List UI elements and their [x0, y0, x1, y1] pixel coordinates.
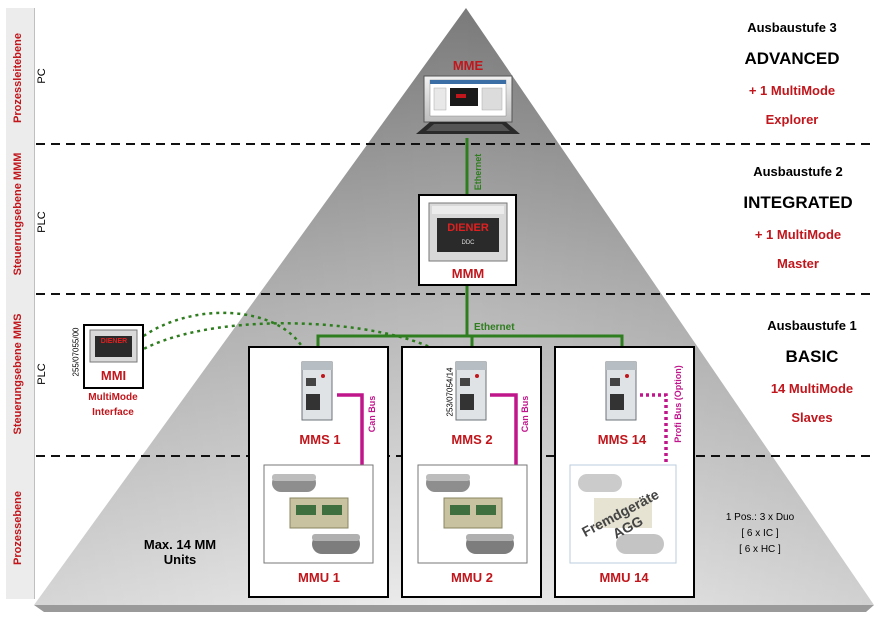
mme-label: MME	[452, 58, 484, 73]
stage-1-line2: Slaves	[791, 410, 833, 425]
stage-3-line2: Explorer	[765, 112, 819, 127]
positions-line1: 1 Pos.: 3 x Duo	[725, 512, 795, 523]
mme-computer-icon	[416, 75, 520, 134]
stage-2-line1: + 1 MultiMode	[754, 227, 842, 242]
level-label-1: Prozessleitebene	[12, 33, 24, 123]
mmm-logo: DIENER	[447, 222, 489, 234]
mmu14-label: MMU 14	[599, 570, 649, 585]
level-tag-1: PC	[36, 68, 48, 84]
level-tag-3: PLC	[36, 363, 48, 385]
stage-1-number: Ausbaustufe 1	[767, 318, 857, 333]
profi-bus-label: Profi Bus (Option)	[673, 365, 683, 443]
mmu1-label: MMU 1	[298, 570, 340, 585]
mms2-module-icon	[455, 361, 487, 421]
can-bus-2	[490, 393, 518, 465]
level-tag-2: PLC	[36, 211, 48, 233]
mmu14-hardware-icon	[569, 464, 677, 564]
mmu2-label: MMU 2	[451, 570, 493, 585]
unit-column-14	[554, 346, 695, 598]
stage-2-number: Ausbaustufe 2	[753, 164, 843, 179]
stage-3-number: Ausbaustufe 3	[747, 20, 837, 35]
mmi-desc-line1: MultiMode	[88, 392, 138, 403]
positions-line2: [ 6 x IC ]	[741, 528, 779, 539]
level-label-4: Prozessebene	[12, 491, 24, 565]
can-bus-label-2: Can Bus	[520, 395, 530, 433]
stage-2-name: INTEGRATED	[743, 193, 853, 212]
stage-3-line1: + 1 MultiMode	[748, 83, 836, 98]
stage-3-name: ADVANCED	[744, 49, 840, 68]
mmm-sub: DDC	[461, 240, 475, 246]
max-units-text: Max. 14 MM Units	[120, 537, 240, 567]
mms1-label: MMS 1	[299, 432, 341, 447]
mms14-module-icon	[605, 361, 637, 421]
mmi-desc-line2: Interface	[92, 407, 134, 418]
mms2-part-code: 253/07054/14	[445, 367, 455, 417]
mmu1-hardware-icon	[263, 464, 374, 564]
stage-2-line2: Master	[777, 256, 819, 271]
mms14-label: MMS 14	[597, 432, 647, 447]
profi-bus	[640, 393, 668, 465]
mmu2-hardware-icon	[417, 464, 528, 564]
ethernet-label-vertical: Ethernet	[473, 153, 483, 191]
stage-3: Ausbaustufe 3 ADVANCED + 1 MultiMode Exp…	[692, 20, 877, 127]
level-bar-steuerungsebene-mms	[6, 294, 35, 456]
stage-1-line1: 14 MultiMode	[770, 381, 854, 396]
mmi-link-mms1	[137, 311, 306, 351]
positions-line3: [ 6 x HC ]	[739, 544, 781, 555]
level-bar-prozessebene	[6, 456, 35, 599]
level-label-3: Steuerungsebene MMS	[12, 313, 24, 435]
mmm-label: MMM	[451, 266, 485, 281]
can-bus-label-1: Can Bus	[367, 395, 377, 433]
positions-text: 1 Pos.: 3 x Duo [ 6 x IC ] [ 6 x HC ]	[700, 512, 820, 555]
ethernet-label-horizontal: Ethernet	[474, 322, 515, 333]
stage-1: Ausbaustufe 1 BASIC 14 MultiMode Slaves	[712, 318, 877, 425]
mmm-controller-icon	[428, 202, 508, 262]
mmi-controller-icon	[89, 329, 138, 363]
stage-2: Ausbaustufe 2 INTEGRATED + 1 MultiMode M…	[698, 164, 877, 271]
level-label-2: Steuerungsebene MMM	[12, 152, 24, 276]
mmi-logo: DIENER	[100, 338, 128, 345]
level-bar-steuerungsebene-mmm	[6, 144, 35, 294]
mmi-description: MultiMode Interface	[78, 392, 148, 418]
can-bus-1	[337, 393, 364, 465]
mmi-part-code: 255/07055/00	[71, 327, 81, 377]
mmi-label: MMI	[100, 368, 127, 383]
stage-1-name: BASIC	[785, 347, 839, 366]
level-bar-prozessleitebene	[6, 8, 35, 144]
max-units-line1: Max. 14 MM	[143, 537, 217, 552]
mms2-label: MMS 2	[451, 432, 493, 447]
max-units-line2: Units	[163, 552, 197, 567]
mms1-module-icon	[301, 361, 333, 421]
ethernet-bus	[316, 334, 624, 352]
